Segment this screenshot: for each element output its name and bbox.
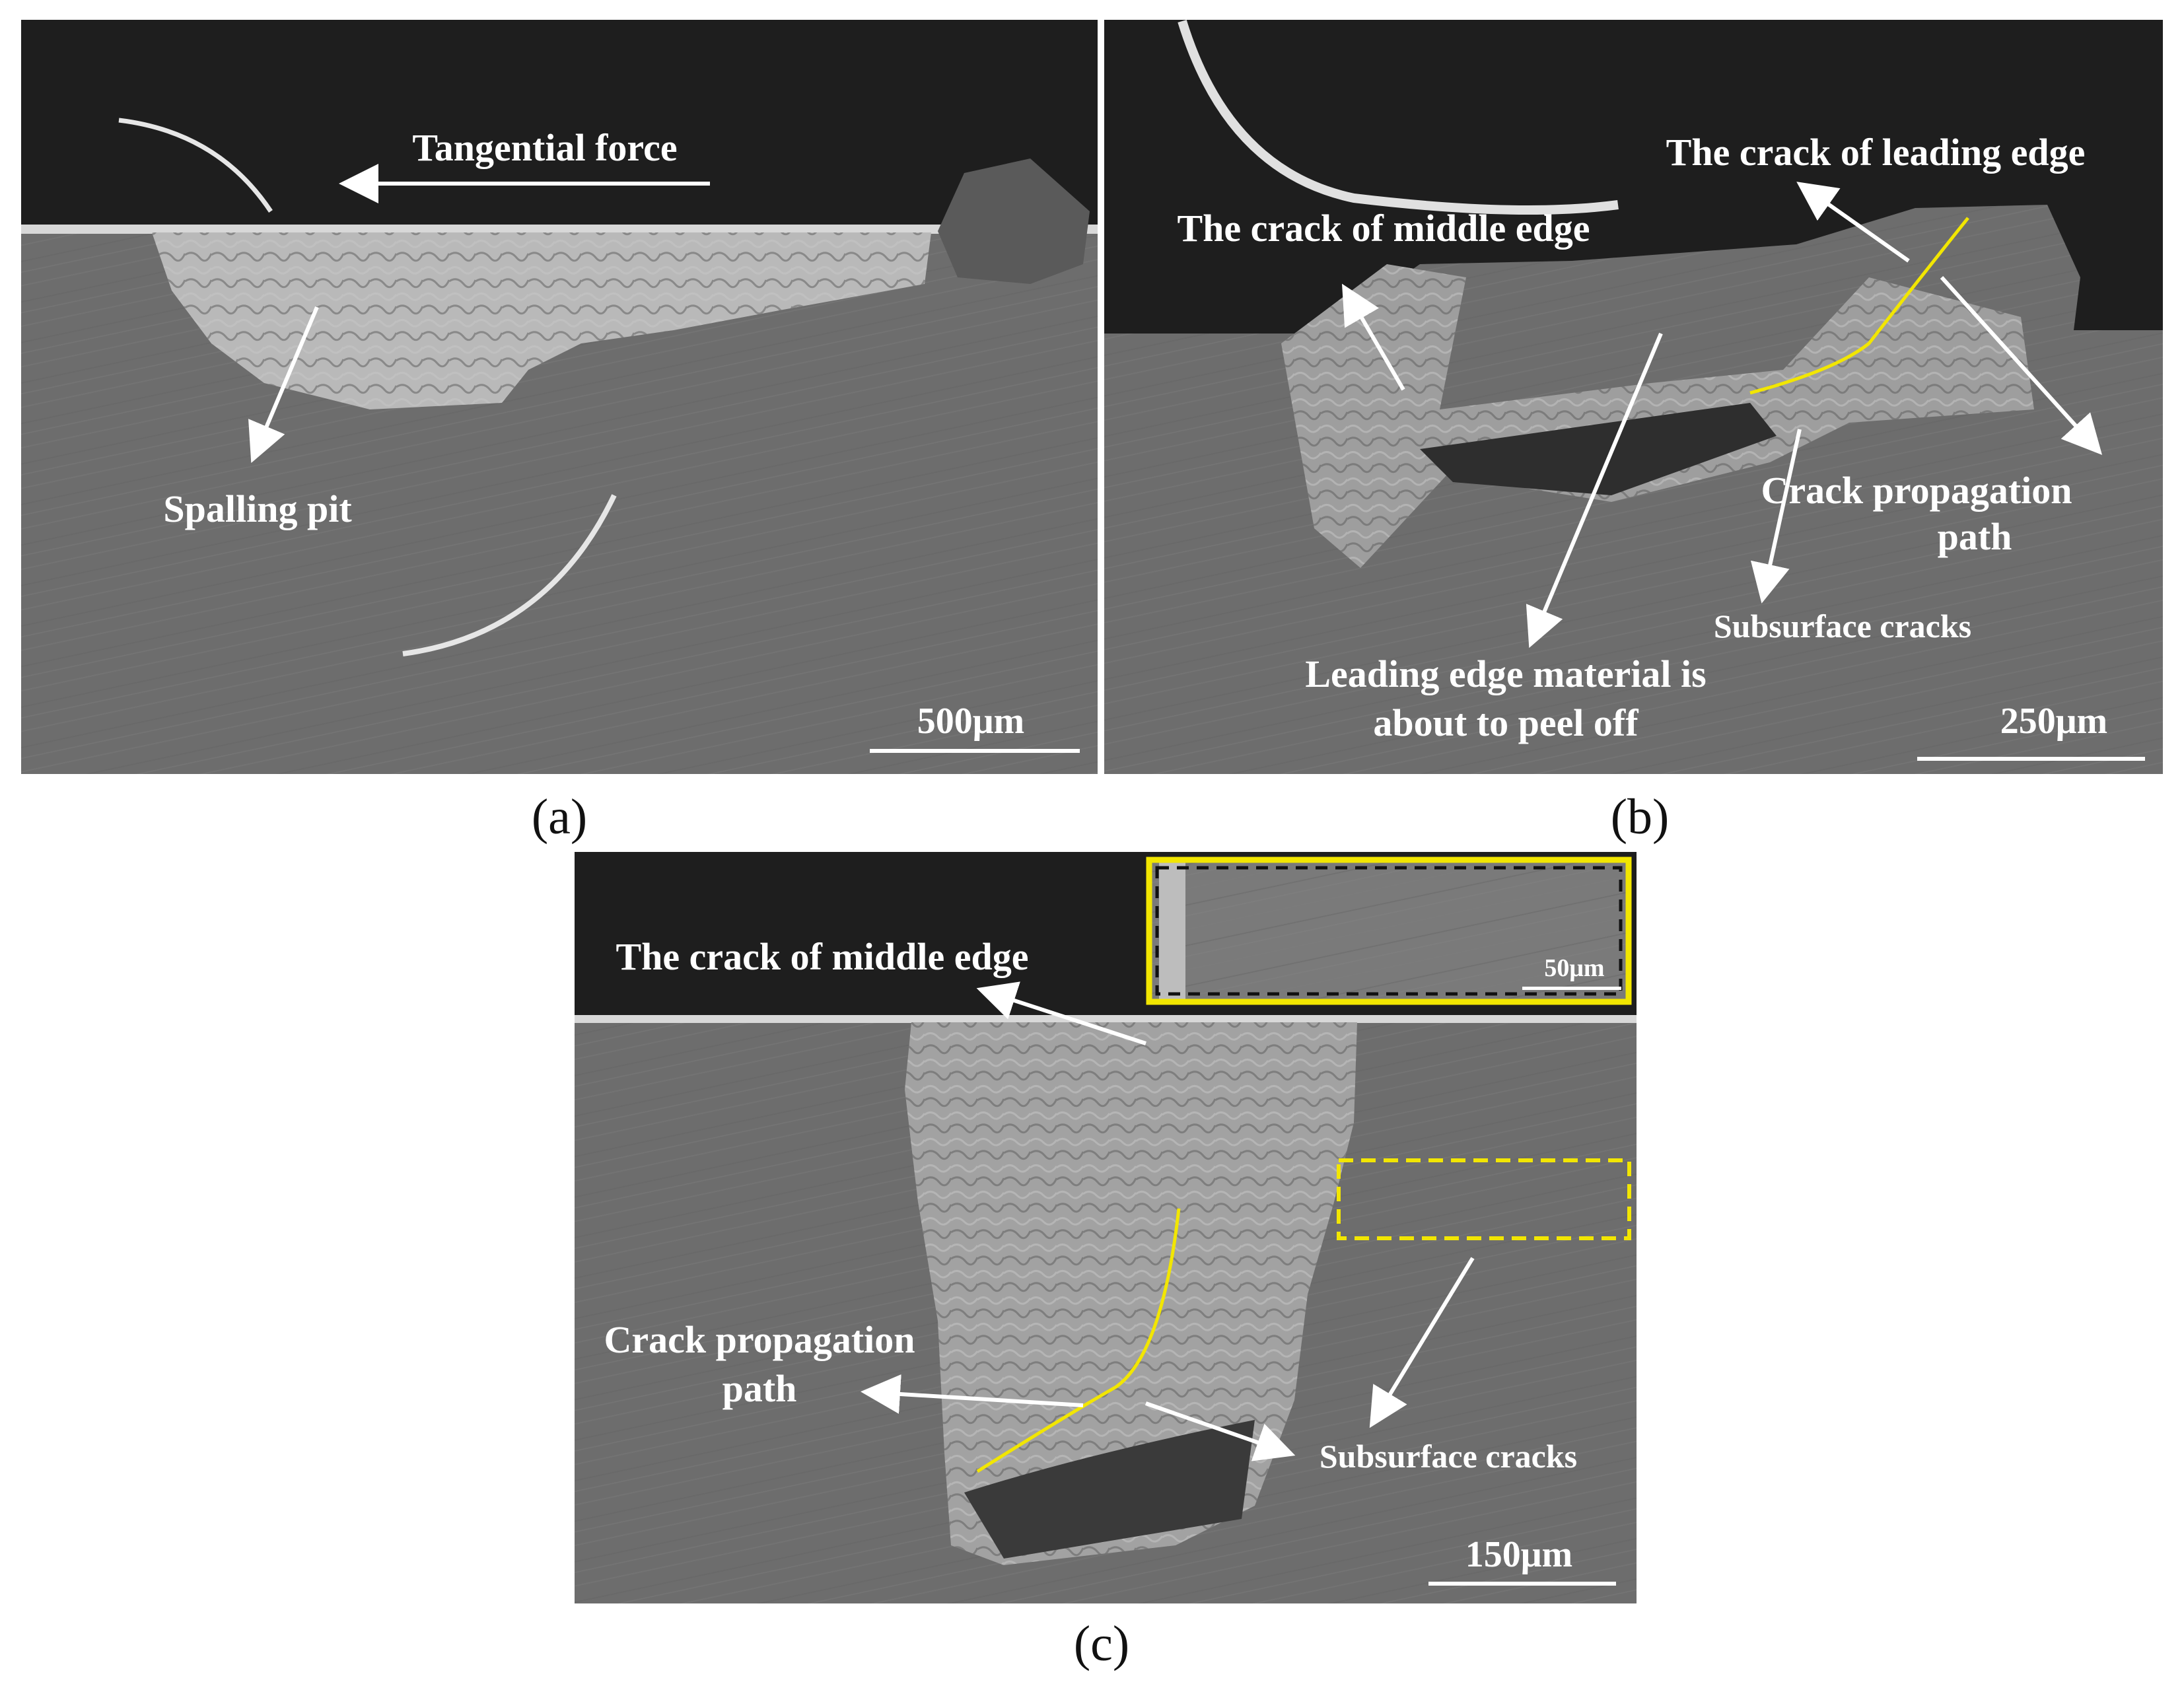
panel-b-scale-label: 250μm	[2000, 701, 2107, 742]
panel-b-leading-material-arrow	[1526, 332, 1663, 649]
panel-c-crack-path-arrow	[861, 1374, 1084, 1414]
panel-b: The crack of leading edge The crack of m…	[1104, 19, 2163, 774]
panel-a-caption: (a)	[532, 789, 587, 845]
panel-b-leading-edge-label: The crack of leading edge	[1666, 131, 2086, 174]
tangential-force-label: Tangential force	[412, 126, 677, 169]
panel-c-caption: (c)	[1074, 1616, 1129, 1671]
panel-b-caption: (b)	[1611, 789, 1670, 845]
panel-c-inset-scale-label: 50μm	[1544, 954, 1604, 982]
panel-b-scale-bar	[1917, 757, 2145, 761]
panel-a: Tangential force Spalling pit 500μm	[21, 20, 1098, 774]
spalling-pit-label: Spalling pit	[163, 487, 352, 530]
panel-b-leading-material-label-2: about to peel off	[1373, 701, 1638, 744]
panel-c-middle-edge-label: The crack of middle edge	[616, 935, 1028, 978]
panel-b-middle-edge-arrow	[1341, 283, 1405, 391]
panel-b-middle-edge-label: The crack of middle edge	[1177, 207, 1590, 250]
panel-c: 50μm The crack of middle edge Crack prop…	[575, 852, 1637, 1603]
spalling-pit-arrow	[248, 306, 319, 464]
panel-c-crack-path-line	[976, 1208, 1181, 1473]
panel-c-scale-bar	[1428, 1582, 1616, 1586]
panel-b-subsurface-arrow	[1750, 429, 1802, 604]
panel-b-crack-path-line	[1749, 217, 1969, 395]
panel-c-crack-path-label-1: Crack propagation	[604, 1318, 915, 1361]
panel-c-subsurface-arrow-1	[1145, 1401, 1296, 1461]
panel-c-region-box	[1337, 1158, 1631, 1240]
panel-a-scale-bar	[870, 749, 1080, 753]
panel-c-subsurface-label: Subsurface cracks	[1320, 1438, 1577, 1475]
panel-a-scale-label: 500μm	[917, 701, 1024, 742]
panel-b-subsurface-label: Subsurface cracks	[1714, 608, 1971, 645]
panel-c-inset-frame	[1146, 857, 1632, 1005]
panel-c-crack-path-label-2: path	[722, 1367, 797, 1410]
panel-b-crack-path-label-2: path	[1938, 515, 2012, 558]
panel-c-inset-scale-bar	[1522, 987, 1621, 990]
panel-c-middle-edge-arrow	[976, 981, 1146, 1045]
panel-b-crack-path-label-1: Crack propagation	[1761, 469, 2072, 512]
panel-b-leading-material-label-1: Leading edge material is	[1305, 652, 1706, 695]
panel-c-scale-label: 150μm	[1465, 1534, 1572, 1575]
panel-c-subsurface-arrow-2	[1369, 1257, 1475, 1428]
panel-b-leading-edge-arrow	[1796, 182, 1910, 263]
panel-b-crack-path-arrow	[1940, 275, 2103, 455]
